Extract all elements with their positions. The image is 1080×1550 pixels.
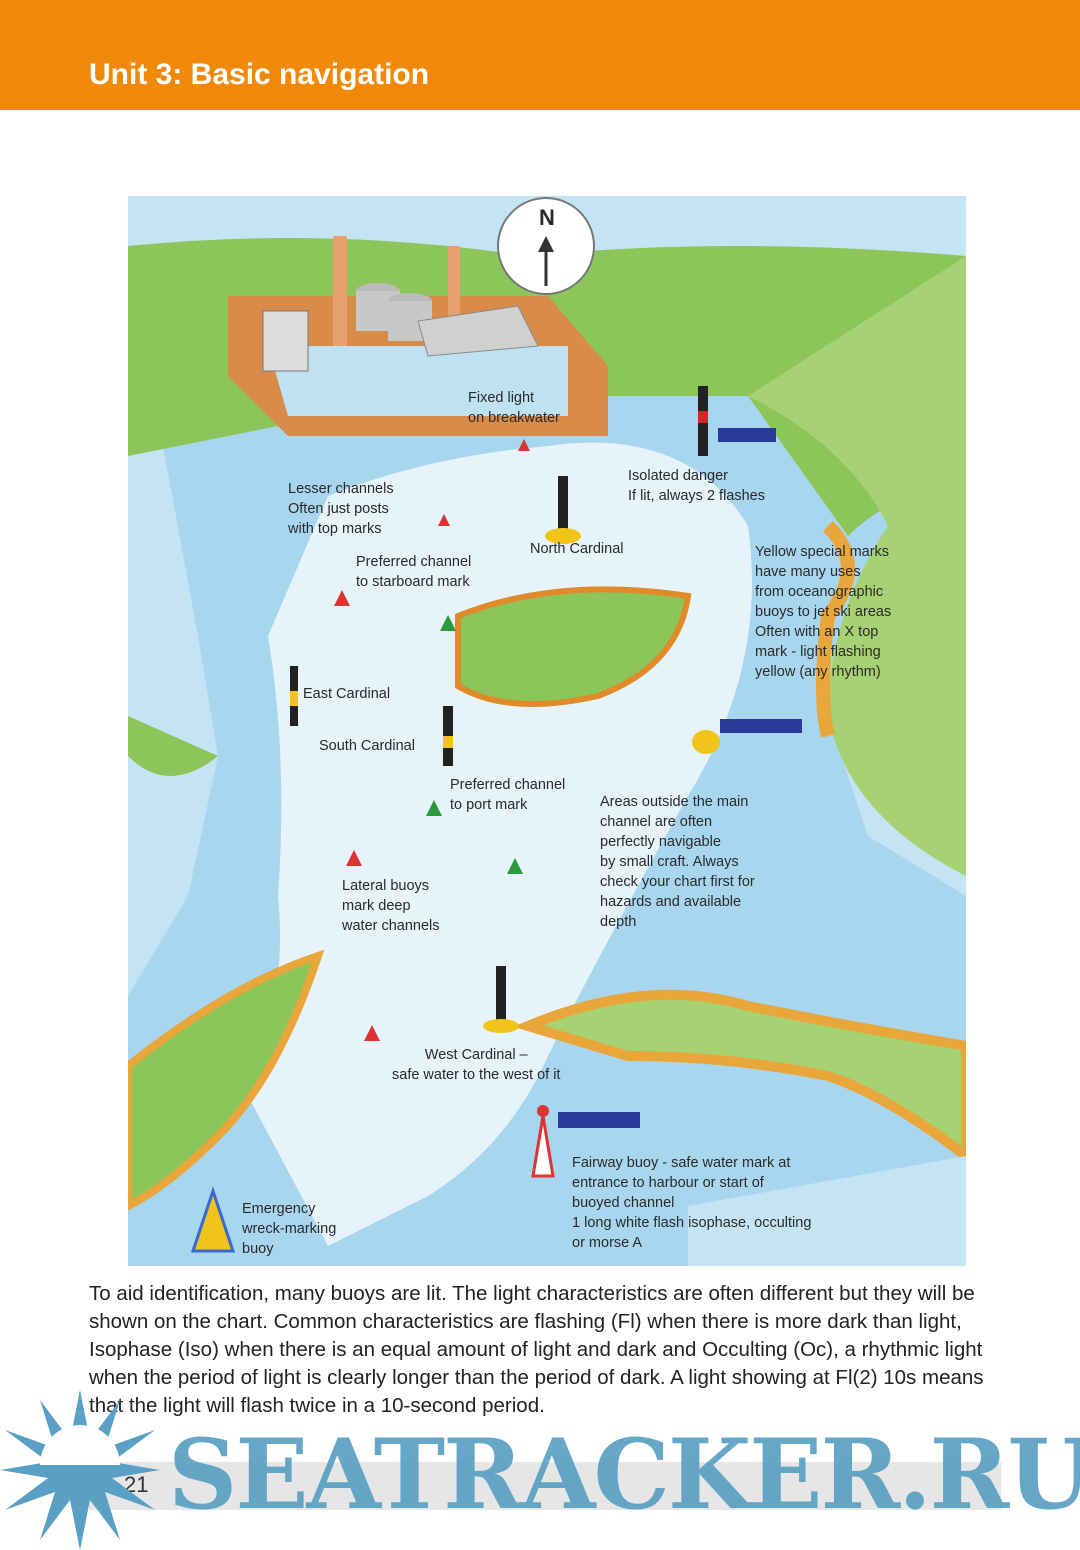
label-lateral-buoys: Lateral buoys mark deep water channels xyxy=(342,878,440,934)
label-fixed-light: Fixed light on breakwater xyxy=(468,390,560,426)
body-paragraph: To aid identification, many buoys are li… xyxy=(89,1282,984,1417)
label-preferred-starboard: Preferred channel to starboard mark xyxy=(356,554,472,590)
buoy-markers xyxy=(190,386,802,1253)
map-drawing xyxy=(128,196,966,1266)
label-west-cardinal: West Cardinal – safe water to the west o… xyxy=(392,1047,561,1083)
label-preferred-port: Preferred channel to port mark xyxy=(450,777,566,813)
label-emergency-buoy: Emergency wreck-marking buoy xyxy=(242,1201,337,1257)
footer-bar xyxy=(89,1462,1001,1510)
label-areas-outside: Areas outside the main channel are often… xyxy=(600,794,755,930)
label-yellow-special-marks: Yellow special marks have many uses from… xyxy=(755,544,892,680)
compass-north: N xyxy=(539,205,555,230)
watermark-text: SEATRACKER.RU xyxy=(168,1418,1080,1531)
label-isolated-danger: Isolated danger If lit, always 2 flashes xyxy=(628,468,765,504)
unit-title: Unit 3: Basic navigation xyxy=(89,58,430,91)
label-north-cardinal: North Cardinal xyxy=(530,541,624,557)
label-east-cardinal: East Cardinal xyxy=(303,686,391,702)
navigation-illustration: Fixed light on breakwater Isolated dange… xyxy=(128,196,966,1266)
label-fairway-buoy: Fairway buoy - safe water mark at entran… xyxy=(572,1155,812,1251)
label-lesser-channels: Lesser channels Often just posts with to… xyxy=(288,481,394,537)
sun-logo-icon xyxy=(0,1390,160,1550)
label-south-cardinal: South Cardinal xyxy=(319,738,415,754)
unit-header: Unit 3: Basic navigation xyxy=(0,0,1080,110)
